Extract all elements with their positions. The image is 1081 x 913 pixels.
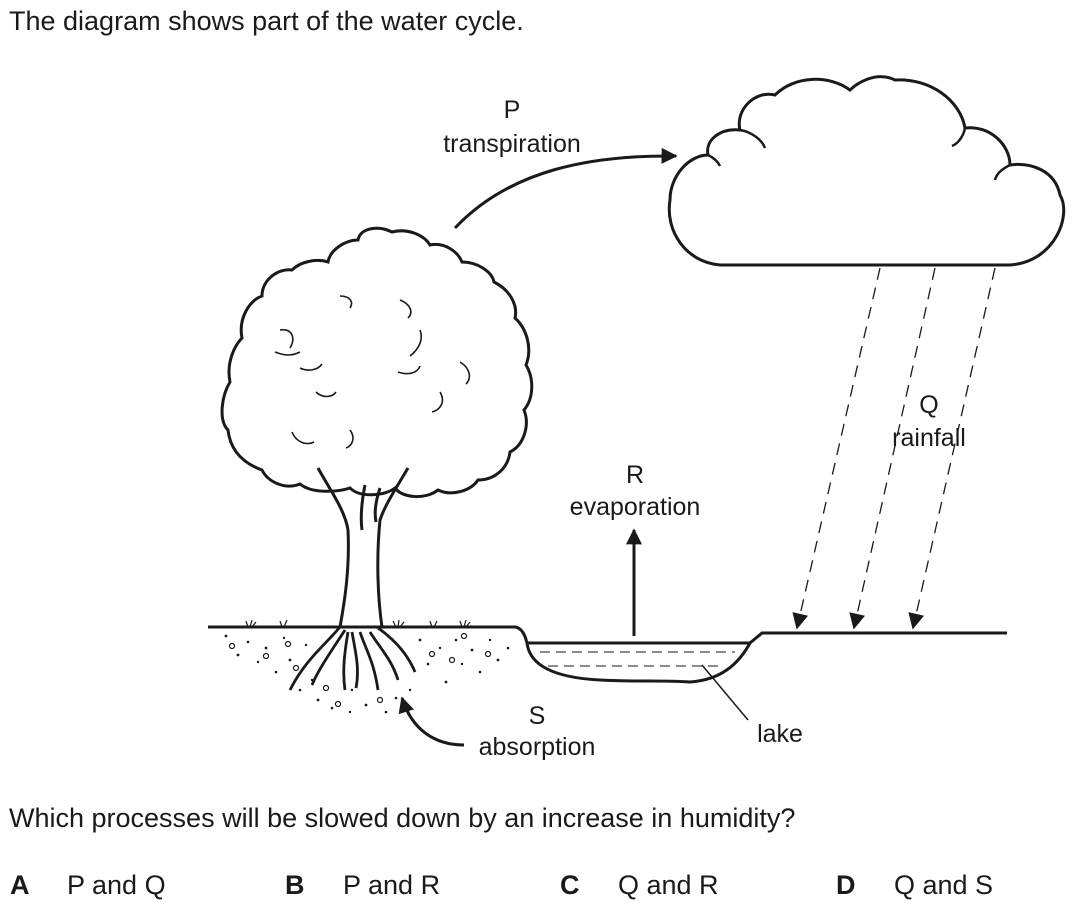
option-b-letter[interactable]: B bbox=[285, 870, 305, 900]
option-a-text[interactable]: P and Q bbox=[67, 870, 166, 900]
soil bbox=[224, 634, 510, 714]
absorption-arrow bbox=[398, 696, 465, 747]
tree-trunk bbox=[316, 467, 410, 628]
label-lake: lake bbox=[757, 720, 803, 748]
option-c-text[interactable]: Q and R bbox=[618, 870, 719, 900]
option-b-text[interactable]: P and R bbox=[343, 870, 441, 900]
lake-label-line bbox=[701, 664, 749, 721]
rainfall-lines bbox=[792, 267, 996, 630]
ground-line bbox=[208, 625, 1007, 645]
intro-text: The diagram shows part of the water cycl… bbox=[9, 6, 524, 36]
tree-canopy bbox=[220, 226, 534, 498]
cloud bbox=[667, 75, 1066, 267]
option-d-letter[interactable]: D bbox=[836, 870, 856, 900]
label-q-name: rainfall bbox=[892, 424, 966, 452]
label-q-letter: Q bbox=[919, 391, 938, 419]
label-p-letter: P bbox=[504, 96, 521, 124]
option-a-letter[interactable]: A bbox=[10, 870, 30, 900]
label-s-name: absorption bbox=[479, 733, 596, 761]
label-r-name: evaporation bbox=[570, 493, 701, 521]
lake bbox=[525, 642, 752, 684]
transpiration-arrow bbox=[453, 147, 678, 230]
tree bbox=[220, 226, 534, 691]
option-d-text[interactable]: Q and S bbox=[894, 870, 994, 900]
label-s-letter: S bbox=[529, 702, 546, 730]
question-text: Which processes will be slowed down by a… bbox=[9, 803, 796, 833]
label-p-name: transpiration bbox=[443, 130, 581, 158]
roots bbox=[288, 626, 417, 691]
option-c-letter[interactable]: C bbox=[560, 870, 580, 900]
label-r-letter: R bbox=[626, 461, 644, 489]
